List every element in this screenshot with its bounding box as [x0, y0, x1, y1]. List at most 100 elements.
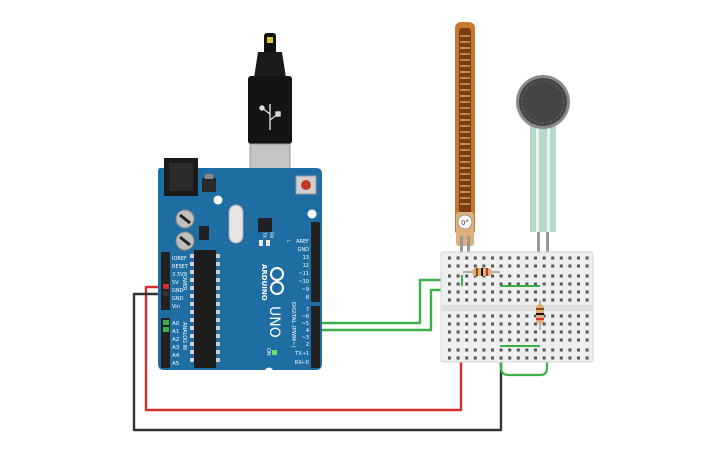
breadboard-hole[interactable] [577, 274, 580, 278]
breadboard-hole[interactable] [448, 322, 451, 326]
breadboard-hole[interactable] [568, 290, 572, 294]
breadboard-hole[interactable] [482, 256, 486, 260]
breadboard-hole[interactable] [516, 338, 520, 342]
breadboard-hole[interactable] [516, 274, 520, 278]
breadboard-hole[interactable] [448, 264, 451, 268]
breadboard-hole[interactable] [577, 322, 580, 326]
breadboard-hole[interactable] [542, 264, 546, 268]
breadboard-hole[interactable] [499, 264, 503, 268]
breadboard-hole[interactable] [585, 290, 589, 294]
breadboard-hole[interactable] [508, 356, 512, 360]
breadboard-hole[interactable] [508, 298, 512, 302]
breadboard-hole[interactable] [491, 356, 494, 360]
breadboard-hole[interactable] [534, 348, 537, 352]
breadboard-hole[interactable] [473, 356, 477, 360]
breadboard-hole[interactable] [534, 314, 537, 318]
breadboard-hole[interactable] [456, 290, 460, 294]
breadboard-hole[interactable] [448, 356, 451, 360]
breadboard-hole[interactable] [473, 338, 477, 342]
breadboard-hole[interactable] [568, 264, 572, 268]
breadboard-hole[interactable] [559, 348, 563, 352]
breadboard-hole[interactable] [448, 290, 451, 294]
breadboard-hole[interactable] [499, 290, 503, 294]
breadboard-hole[interactable] [473, 290, 477, 294]
breadboard-hole[interactable] [482, 264, 486, 268]
breadboard-hole[interactable] [448, 348, 451, 352]
breadboard-hole[interactable] [585, 322, 589, 326]
breadboard-hole[interactable] [542, 356, 546, 360]
breadboard-hole[interactable] [465, 314, 469, 318]
breadboard-hole[interactable] [577, 338, 580, 342]
force-sensitive-resistor[interactable] [516, 75, 570, 266]
breadboard-hole[interactable] [534, 290, 537, 294]
breadboard-hole[interactable] [542, 322, 546, 326]
breadboard-hole[interactable] [568, 322, 572, 326]
breadboard-hole[interactable] [585, 330, 589, 334]
breadboard-hole[interactable] [525, 356, 529, 360]
breadboard-hole[interactable] [465, 348, 469, 352]
breadboard-hole[interactable] [491, 274, 494, 278]
breadboard-hole[interactable] [508, 282, 512, 286]
breadboard-hole[interactable] [491, 256, 494, 260]
breadboard-hole[interactable] [499, 274, 503, 278]
breadboard-hole[interactable] [585, 356, 589, 360]
breadboard-hole[interactable] [585, 314, 589, 318]
breadboard-hole[interactable] [534, 256, 537, 260]
breadboard-hole[interactable] [499, 348, 503, 352]
breadboard[interactable] [440, 251, 594, 363]
breadboard-hole[interactable] [585, 348, 589, 352]
breadboard-hole[interactable] [491, 348, 494, 352]
breadboard-hole[interactable] [577, 356, 580, 360]
breadboard-hole[interactable] [577, 256, 580, 260]
breadboard-hole[interactable] [559, 298, 563, 302]
breadboard-hole[interactable] [456, 274, 460, 278]
breadboard-hole[interactable] [551, 274, 555, 278]
breadboard-hole[interactable] [499, 356, 503, 360]
breadboard-hole[interactable] [508, 274, 512, 278]
breadboard-hole[interactable] [516, 356, 520, 360]
breadboard-hole[interactable] [585, 282, 589, 286]
breadboard-hole[interactable] [508, 330, 512, 334]
breadboard-hole[interactable] [559, 290, 563, 294]
breadboard-hole[interactable] [473, 298, 477, 302]
breadboard-hole[interactable] [482, 348, 486, 352]
breadboard-hole[interactable] [585, 256, 589, 260]
breadboard-hole[interactable] [516, 314, 520, 318]
breadboard-hole[interactable] [551, 264, 555, 268]
breadboard-hole[interactable] [551, 356, 555, 360]
breadboard-hole[interactable] [448, 256, 451, 260]
breadboard-hole[interactable] [465, 264, 469, 268]
breadboard-hole[interactable] [577, 348, 580, 352]
breadboard-hole[interactable] [456, 338, 460, 342]
breadboard-hole[interactable] [473, 282, 477, 286]
breadboard-hole[interactable] [568, 348, 572, 352]
breadboard-hole[interactable] [456, 322, 460, 326]
breadboard-hole[interactable] [448, 338, 451, 342]
breadboard-hole[interactable] [491, 298, 494, 302]
breadboard-hole[interactable] [551, 282, 555, 286]
breadboard-hole[interactable] [456, 356, 460, 360]
breadboard-hole[interactable] [499, 338, 503, 342]
breadboard-hole[interactable] [482, 322, 486, 326]
breadboard-hole[interactable] [525, 264, 529, 268]
breadboard-hole[interactable] [568, 282, 572, 286]
breadboard-hole[interactable] [491, 330, 494, 334]
breadboard-hole[interactable] [542, 348, 546, 352]
breadboard-hole[interactable] [456, 282, 460, 286]
breadboard-hole[interactable] [577, 298, 580, 302]
breadboard-hole[interactable] [534, 322, 537, 326]
breadboard-hole[interactable] [559, 274, 563, 278]
breadboard-hole[interactable] [465, 322, 469, 326]
resistor[interactable] [463, 268, 500, 276]
breadboard-hole[interactable] [534, 264, 537, 268]
breadboard-hole[interactable] [577, 290, 580, 294]
breadboard-hole[interactable] [482, 298, 486, 302]
breadboard-hole[interactable] [508, 264, 512, 268]
breadboard-hole[interactable] [525, 338, 529, 342]
breadboard-hole[interactable] [568, 256, 572, 260]
breadboard-hole[interactable] [551, 298, 555, 302]
breadboard-hole[interactable] [516, 298, 520, 302]
breadboard-hole[interactable] [465, 290, 469, 294]
breadboard-hole[interactable] [525, 282, 529, 286]
breadboard-hole[interactable] [534, 338, 537, 342]
